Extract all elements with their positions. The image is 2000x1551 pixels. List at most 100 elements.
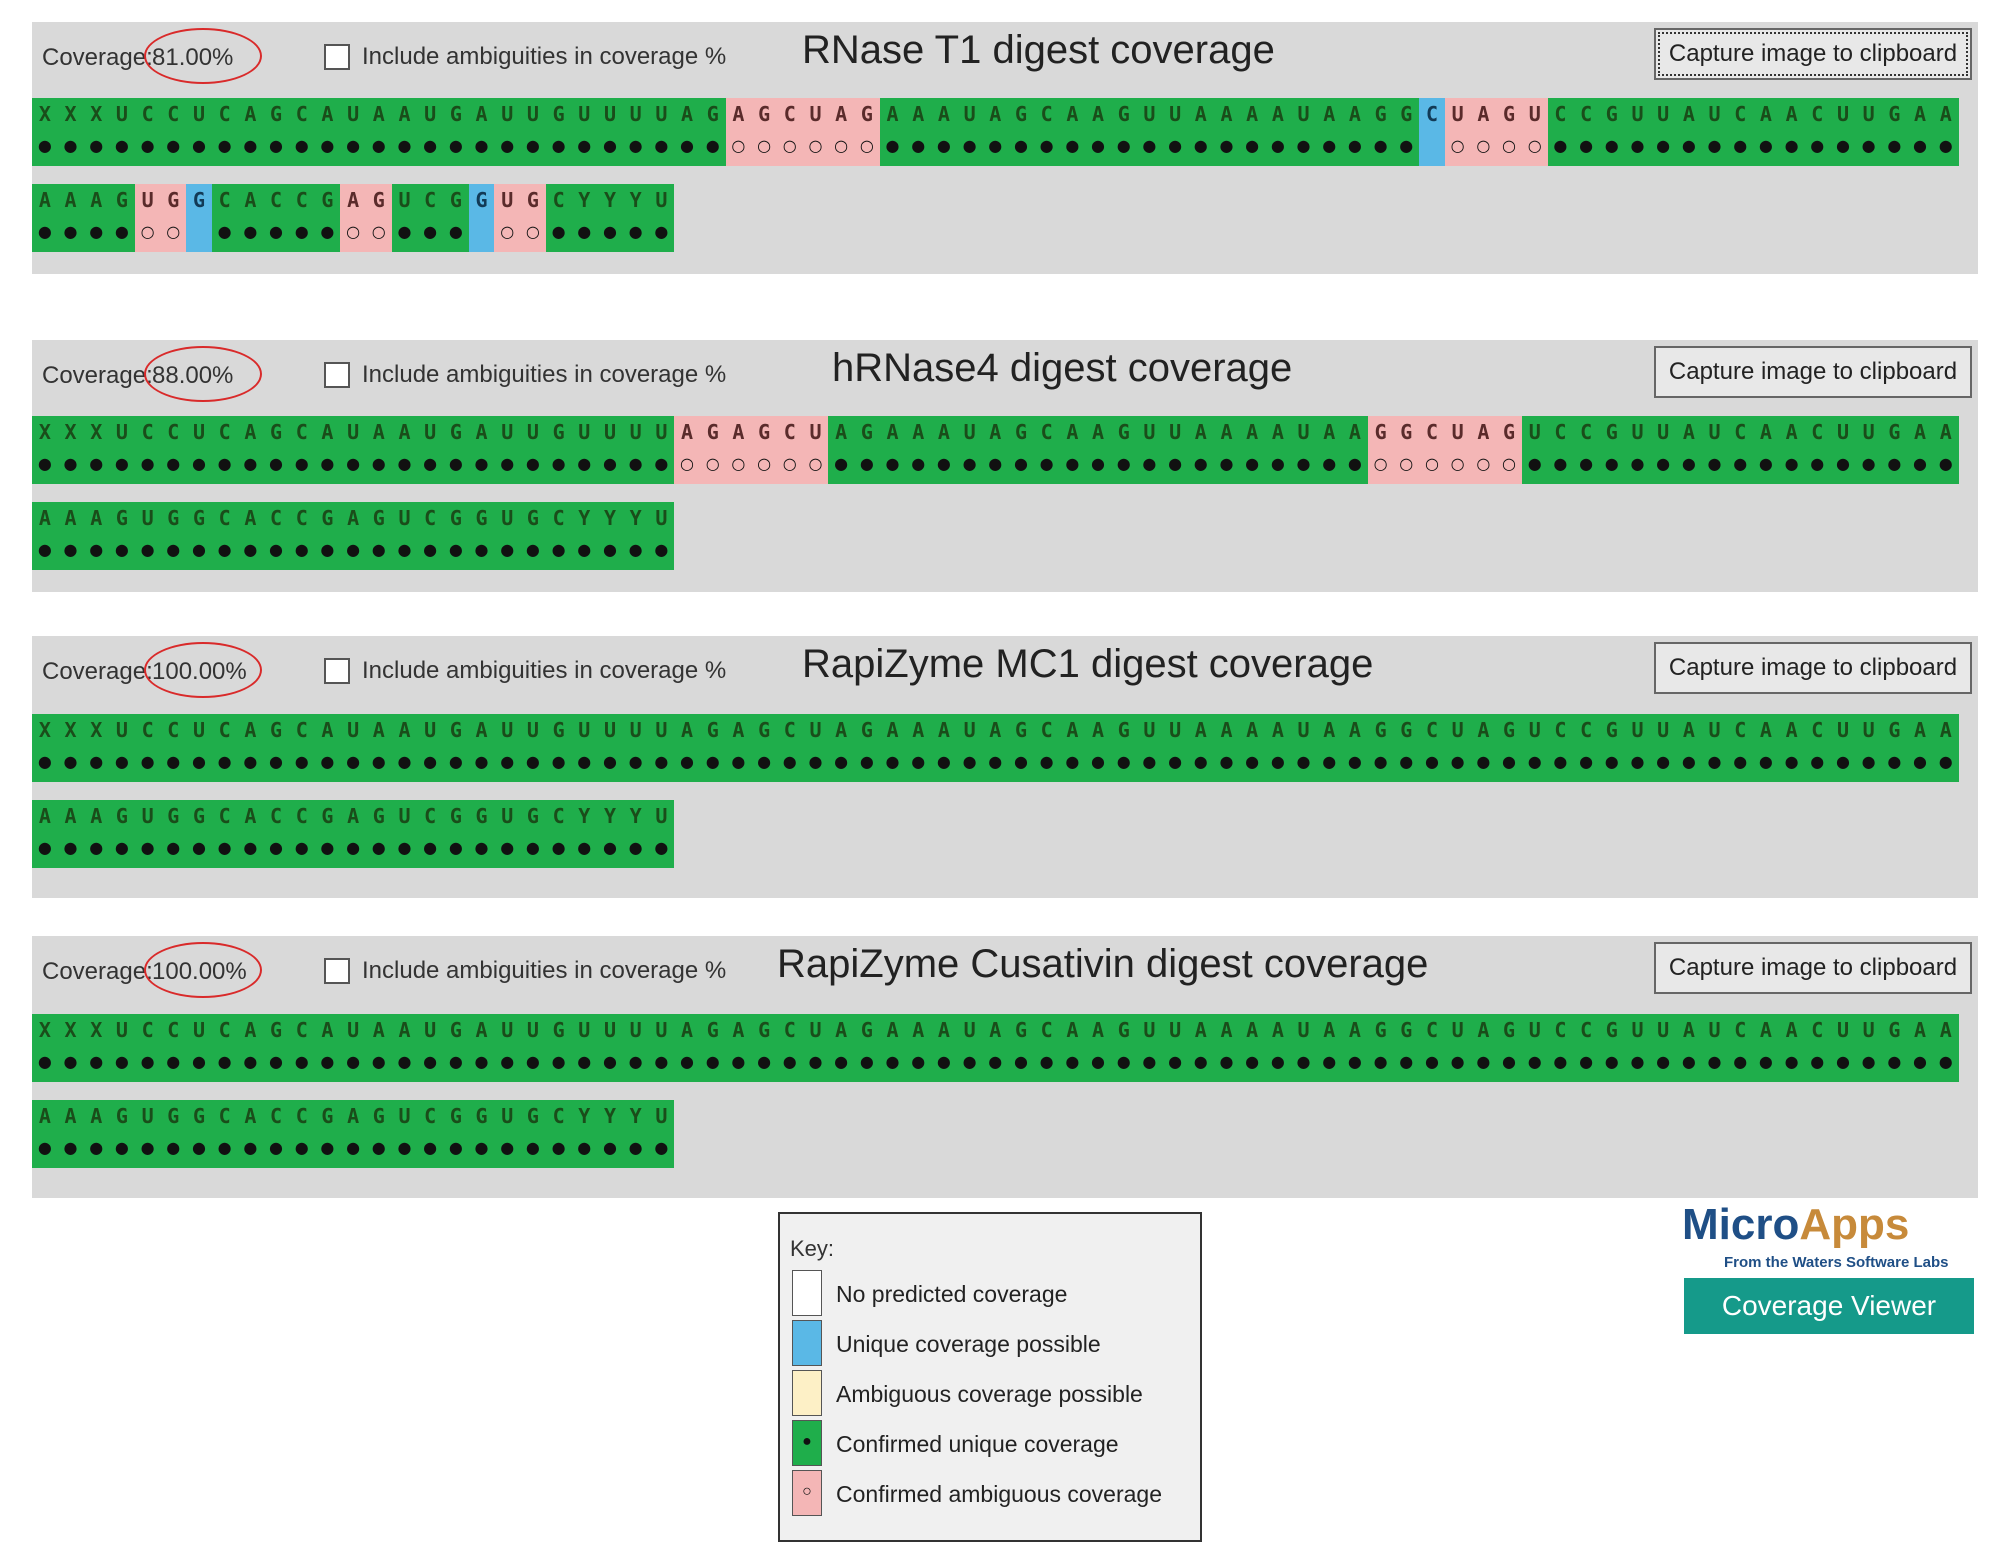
coverage-marker: ● — [423, 1138, 438, 1157]
confirmed-unique-cell: U● — [648, 1014, 675, 1082]
confirmed-unique-cell: U● — [1701, 416, 1728, 484]
coverage-marker: ● — [500, 454, 515, 473]
include-ambiguities-checkbox[interactable] — [324, 958, 350, 984]
nucleotide: A — [1348, 102, 1361, 126]
coverage-marker: ○ — [525, 222, 540, 241]
nucleotide: A — [1220, 1018, 1233, 1042]
confirmed-unique-cell: U● — [648, 98, 675, 166]
nucleotide: C — [1580, 718, 1593, 742]
coverage-marker: ● — [1270, 454, 1285, 473]
capture-image-button[interactable]: Capture image to clipboard — [1654, 942, 1972, 994]
confirmed-unique-cell: G● — [314, 502, 341, 570]
coverage-marker: ● — [1245, 454, 1260, 473]
nucleotide: A — [90, 1104, 103, 1128]
nucleotide: A — [372, 102, 385, 126]
coverage-marker: ● — [1502, 1052, 1517, 1071]
confirmed-ambiguous-cell: U○ — [1521, 98, 1548, 166]
coverage-marker: ● — [551, 540, 566, 559]
nucleotide: A — [1682, 718, 1695, 742]
coverage-marker: ● — [1065, 752, 1080, 771]
confirmed-unique-cell: U● — [571, 416, 598, 484]
nucleotide: C — [1040, 102, 1053, 126]
confirmed-unique-cell: G● — [443, 714, 469, 782]
coverage-marker: ● — [525, 1052, 540, 1071]
include-ambiguities-checkbox[interactable] — [324, 44, 350, 70]
coverage-marker: ● — [320, 1052, 335, 1071]
nucleotide: G — [1503, 1018, 1516, 1042]
confirmed-unique-cell: U● — [1830, 98, 1856, 166]
nucleotide: U — [1862, 718, 1875, 742]
nucleotide: X — [64, 718, 77, 742]
coverage-marker: ● — [140, 838, 155, 857]
confirmed-unique-cell: A● — [32, 800, 58, 868]
coverage-marker: ● — [1604, 136, 1619, 155]
nucleotide: A — [244, 506, 257, 530]
confirmed-unique-cell: A● — [365, 714, 392, 782]
confirmed-unique-cell: C● — [263, 800, 289, 868]
nucleotide: A — [1477, 102, 1490, 126]
capture-image-button[interactable]: Capture image to clipboard — [1654, 28, 1972, 80]
confirmed-unique-cell: A● — [314, 1014, 341, 1082]
nucleotide: A — [835, 420, 848, 444]
nucleotide: A — [1682, 1018, 1695, 1042]
coverage-marker: ● — [551, 1052, 566, 1071]
nucleotide: A — [1220, 718, 1233, 742]
nucleotide: X — [38, 102, 51, 126]
confirmed-unique-cell: C● — [1727, 1014, 1754, 1082]
confirmed-unique-cell: A● — [931, 714, 957, 782]
coverage-marker: ● — [1091, 454, 1106, 473]
nucleotide: A — [475, 420, 488, 444]
nucleotide: A — [1271, 1018, 1284, 1042]
coverage-marker: ● — [885, 1052, 900, 1071]
confirmed-ambiguous-cell: U○ — [802, 416, 829, 484]
confirmed-unique-cell: U● — [391, 184, 418, 252]
nucleotide: G — [706, 102, 719, 126]
coverage-marker: ● — [602, 838, 617, 857]
confirmed-unique-cell: A● — [237, 416, 264, 484]
nucleotide: A — [1323, 1018, 1336, 1042]
confirmed-ambiguous-cell: G○ — [1393, 416, 1420, 484]
nucleotide: G — [270, 420, 283, 444]
capture-image-button[interactable]: Capture image to clipboard — [1654, 346, 1972, 398]
coverage-marker: ● — [757, 752, 772, 771]
nucleotide: U — [398, 188, 411, 212]
nucleotide: A — [681, 420, 694, 444]
confirmed-unique-cell: C● — [417, 184, 443, 252]
sequence-row: A●A●A●G●U●G●G●C●A●C●C●G●A●G●U●C●G●G●U●G●… — [32, 502, 675, 570]
nucleotide: A — [886, 718, 899, 742]
confirmed-unique-cell: G● — [109, 184, 135, 252]
coverage-marker: ● — [166, 136, 181, 155]
coverage-marker: ○ — [834, 136, 849, 155]
confirmed-unique-cell: A● — [1213, 1014, 1240, 1082]
coverage-marker: ● — [1553, 454, 1568, 473]
confirmed-unique-cell: A● — [340, 1100, 366, 1168]
coverage-marker: ● — [269, 1052, 284, 1071]
nucleotide: A — [681, 718, 694, 742]
coverage-marker: ● — [1270, 752, 1285, 771]
confirmed-unique-cell: U● — [648, 502, 675, 570]
coverage-marker: ● — [423, 540, 438, 559]
nucleotide: A — [989, 718, 1002, 742]
coverage-marker: ● — [346, 838, 361, 857]
coverage-marker: ● — [936, 1052, 951, 1071]
confirmed-unique-cell: C● — [1573, 98, 1599, 166]
confirmed-unique-cell: U● — [802, 714, 829, 782]
nucleotide: A — [835, 102, 848, 126]
nucleotide: U — [526, 1018, 539, 1042]
coverage-marker: ● — [217, 454, 232, 473]
confirmed-unique-cell: A● — [1239, 714, 1265, 782]
capture-image-button[interactable]: Capture image to clipboard — [1654, 642, 1972, 694]
nucleotide: G — [1605, 718, 1618, 742]
coverage-marker: ● — [166, 1052, 181, 1071]
confirmed-unique-cell: U● — [1444, 714, 1471, 782]
coverage-marker: ● — [1245, 136, 1260, 155]
nucleotide: U — [655, 102, 668, 126]
nucleotide: X — [90, 420, 103, 444]
nucleotide: A — [1220, 420, 1233, 444]
confirmed-unique-cell: U● — [1650, 416, 1676, 484]
confirmed-unique-cell: A● — [1907, 98, 1933, 166]
include-ambiguities-checkbox[interactable] — [324, 362, 350, 388]
coverage-marker: ● — [37, 136, 52, 155]
nucleotide: G — [115, 1104, 128, 1128]
include-ambiguities-checkbox[interactable] — [324, 658, 350, 684]
